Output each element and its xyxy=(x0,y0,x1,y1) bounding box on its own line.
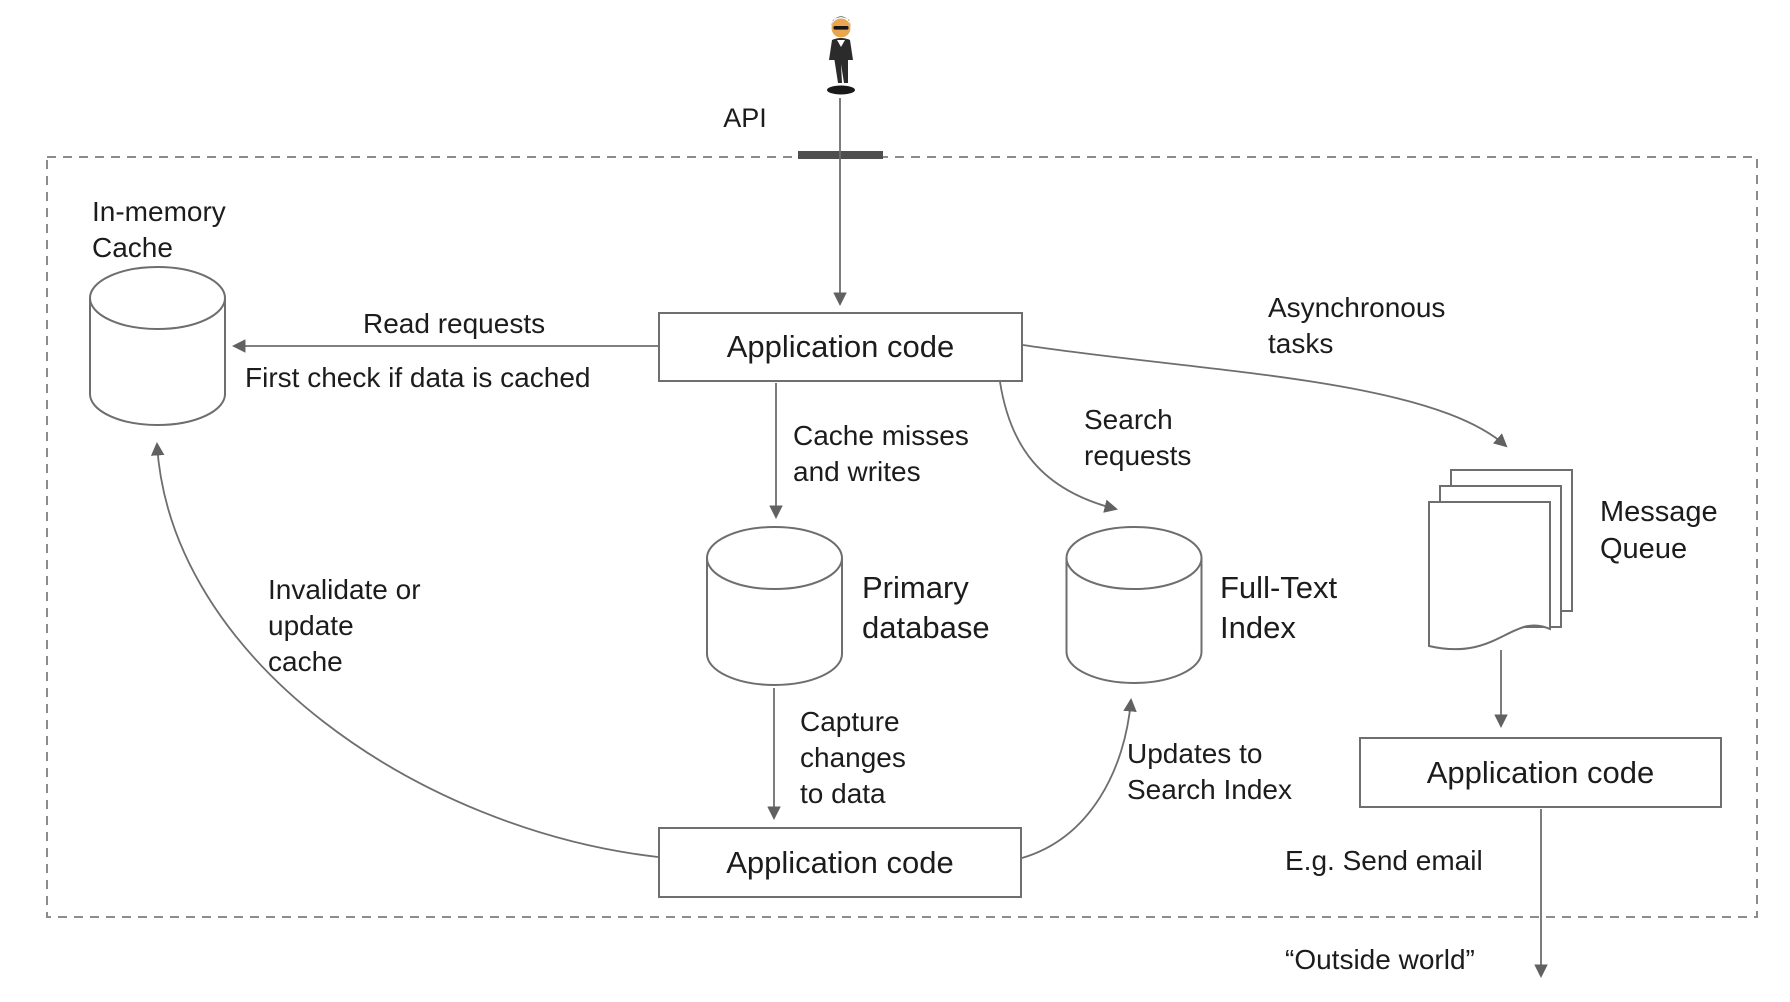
app-code-bottom-box: Application code xyxy=(658,827,1022,898)
system-boundary xyxy=(46,156,1758,918)
app-code-right-label: Application code xyxy=(1426,754,1655,790)
fulltext-cylinder-icon xyxy=(1065,526,1203,684)
invalidate-cache-label: Invalidate or update cache xyxy=(268,574,421,677)
read-requests-note-label: First check if data is cached xyxy=(245,362,591,393)
app-code-top-box: Application code xyxy=(658,312,1023,382)
read-requests-label: Read requests xyxy=(363,308,546,339)
primary-db-label: Primary database xyxy=(862,570,990,645)
cache-cylinder-icon xyxy=(89,266,226,426)
cache-label: In-memory Cache xyxy=(92,196,226,263)
arrow-invalidate-cache xyxy=(150,441,659,858)
fulltext-index-label: Full-Text Index xyxy=(1220,570,1338,645)
arrow-async-tasks xyxy=(1022,344,1508,448)
message-queue-label: Message Queue xyxy=(1600,496,1718,566)
primary-db-cylinder-icon xyxy=(706,526,843,686)
arrow-search-requests xyxy=(999,381,1118,513)
send-email-note-label: E.g. Send email xyxy=(1285,845,1483,876)
app-code-right-box: Application code xyxy=(1359,737,1722,808)
levitating-person-icon xyxy=(827,16,855,95)
arrow-updates-search-index xyxy=(1021,697,1137,859)
outside-world-label: “Outside world” xyxy=(1285,944,1475,975)
search-requests-label: Search requests xyxy=(1084,404,1192,471)
async-tasks-label: Asynchronous tasks xyxy=(1268,292,1446,359)
cache-misses-label: Cache misses and writes xyxy=(793,420,969,487)
capture-changes-label: Capture changes to data xyxy=(800,706,906,809)
message-queue-icon xyxy=(1428,469,1573,651)
app-code-bottom-label: Application code xyxy=(726,844,954,880)
app-code-top-label: Application code xyxy=(726,329,955,364)
api-label: API xyxy=(723,103,767,133)
updates-search-index-label: Updates to Search Index xyxy=(1127,738,1292,805)
